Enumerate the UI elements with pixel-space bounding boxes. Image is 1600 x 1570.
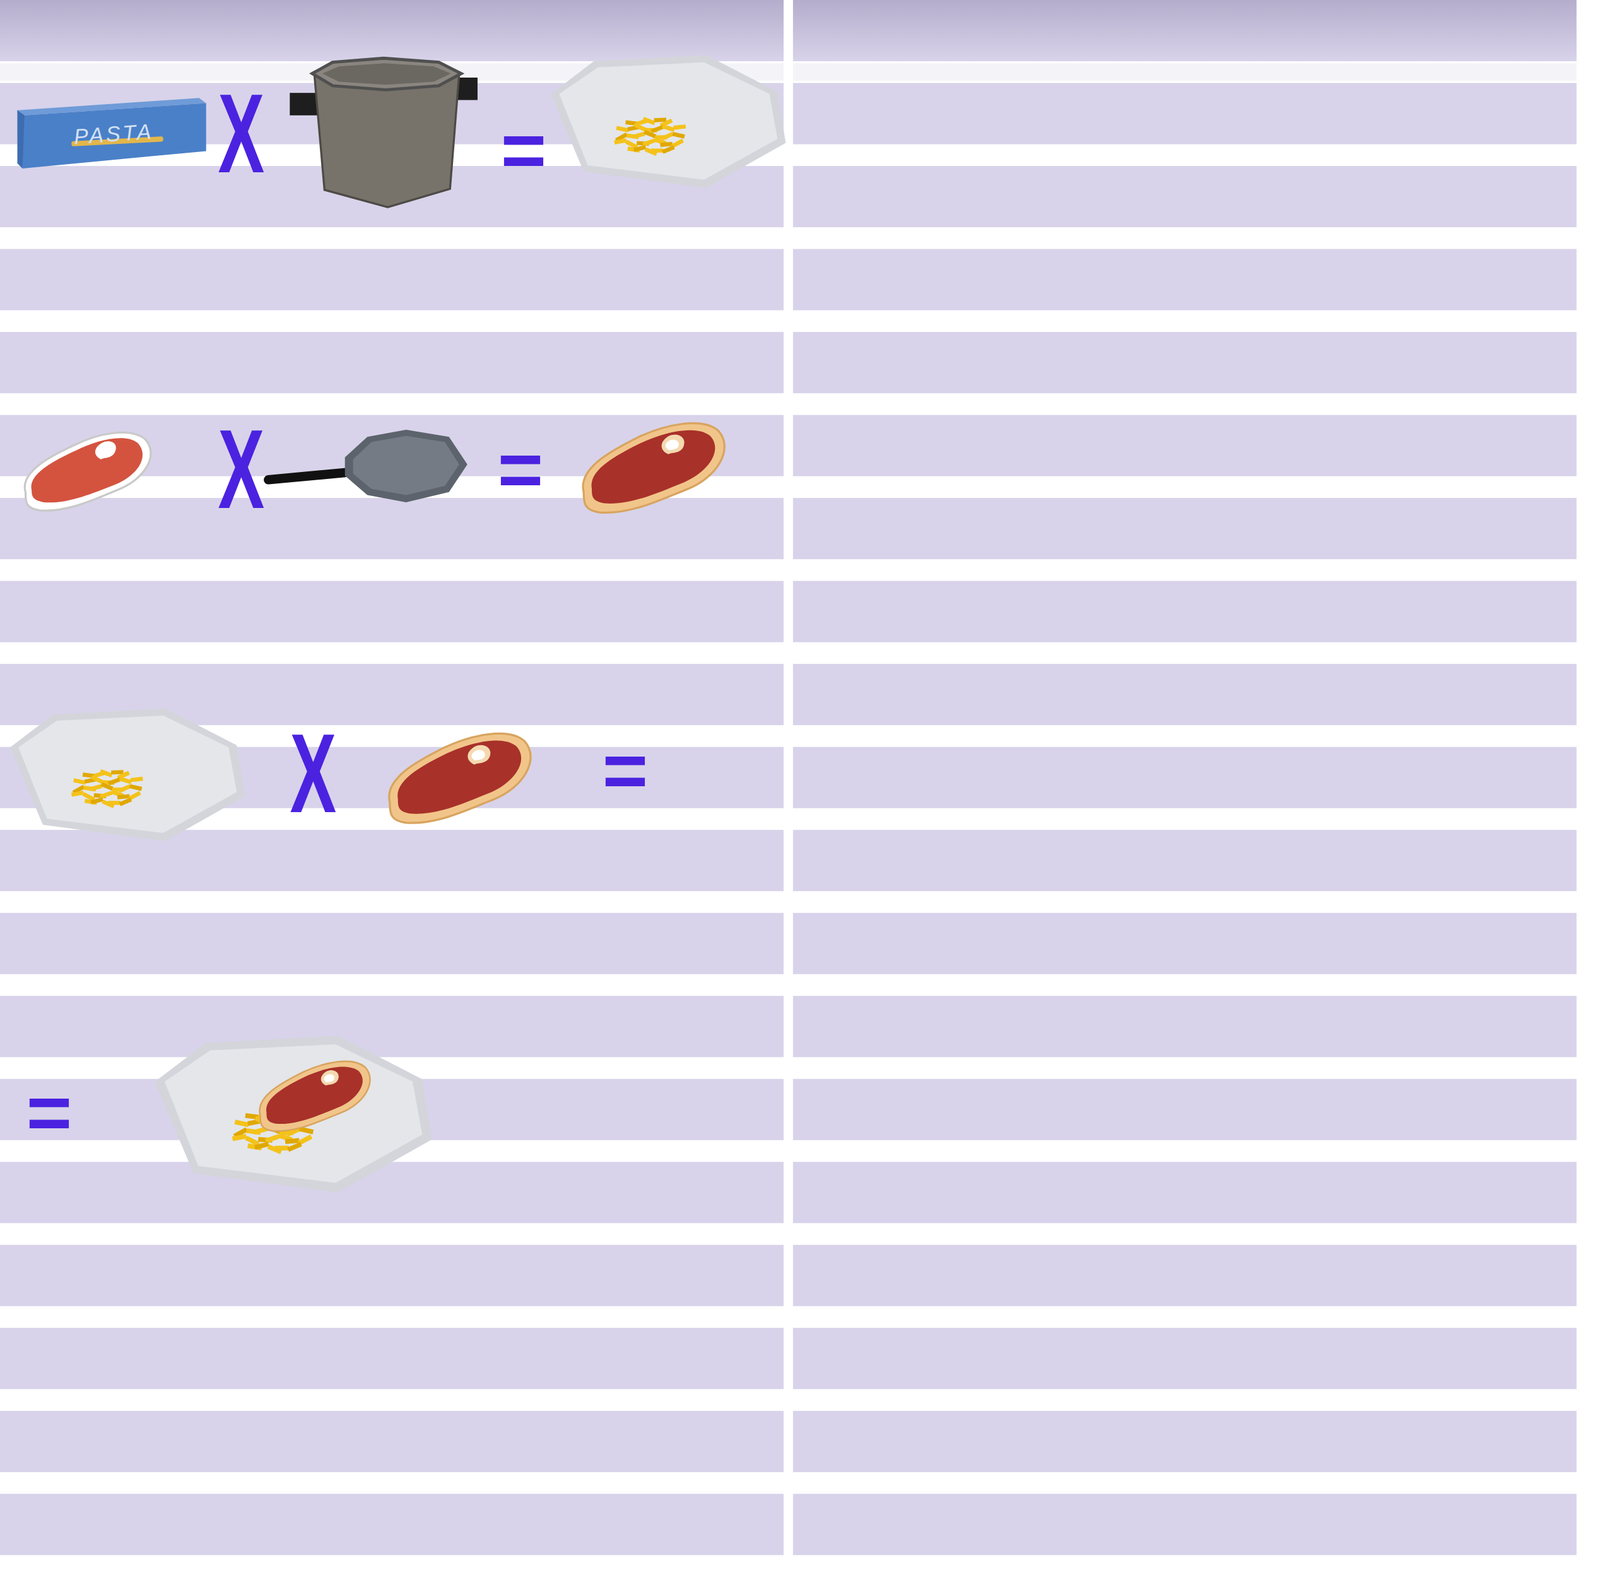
pasta-pile [71, 769, 144, 809]
pasta-piece [117, 794, 130, 800]
pasta-piece [107, 777, 121, 786]
paper-line [0, 1244, 784, 1306]
pasta-piece [642, 116, 655, 125]
equals-sign: = [26, 1073, 72, 1152]
pasta-piece [107, 800, 120, 805]
pasta-piece [661, 131, 674, 141]
pasta-piece [129, 784, 142, 792]
pasta-piece [659, 141, 673, 148]
paper-line [793, 829, 1577, 891]
pasta-piece [615, 125, 629, 132]
pasta-piece [71, 790, 84, 797]
pasta-piece [130, 776, 144, 782]
pasta-piece [274, 1145, 289, 1151]
cooked-steak [389, 733, 531, 823]
pasta-piece [89, 783, 103, 791]
pasta-piece [671, 131, 685, 139]
paper-line [793, 912, 1577, 975]
pasta-piece [117, 784, 131, 794]
paper-line [793, 663, 1577, 725]
times-sign: X [217, 77, 265, 190]
pasta-box [17, 97, 206, 169]
pasta-piece [633, 145, 647, 153]
paper-line [793, 581, 1577, 643]
paper-line [0, 581, 784, 643]
pasta-piece [650, 124, 664, 134]
pasta-piece [111, 769, 124, 775]
times-sign: X [289, 717, 337, 830]
paper-line [0, 497, 784, 559]
pasta-piece [234, 1119, 250, 1127]
paper-line [0, 1493, 784, 1555]
pasta-piece [285, 1138, 300, 1144]
paper-line [793, 63, 1577, 81]
pasta-piece [254, 1141, 269, 1150]
pasta-pile [613, 116, 686, 156]
paper-line [793, 995, 1577, 1057]
pasta-piece [99, 769, 113, 778]
pasta-piece [90, 797, 103, 805]
paper-line [793, 497, 1577, 559]
paper-line [793, 415, 1577, 477]
pasta-piece [90, 774, 104, 784]
equals-sign: = [497, 430, 544, 509]
equals-sign: = [500, 111, 547, 190]
pasta-piece [661, 145, 675, 154]
paper-line [793, 1493, 1577, 1555]
paper-line [0, 1410, 784, 1472]
pasta-piece [99, 790, 113, 799]
pasta-plate [550, 54, 786, 188]
pasta-piece [643, 129, 657, 139]
pasta-piece [633, 122, 647, 132]
paper-line [793, 249, 1577, 311]
final-plate [155, 1035, 433, 1193]
pasta-plate [10, 708, 245, 842]
paper-line [793, 83, 1577, 145]
pasta-piece [73, 777, 86, 785]
pasta-piece [651, 148, 664, 153]
paper-line [793, 1410, 1577, 1472]
column-gap [783, 0, 794, 1570]
paper-line [0, 249, 784, 311]
paper-line [793, 747, 1577, 809]
cooked-steak [259, 1061, 371, 1132]
paper-line [0, 829, 784, 891]
pasta-piece [100, 782, 114, 791]
pasta-piece [661, 124, 675, 132]
paper-line [0, 912, 784, 975]
pasta-piece [613, 138, 627, 145]
paper-line [793, 1078, 1577, 1141]
box-label: PASTA [73, 120, 155, 148]
paper-line [0, 1161, 784, 1223]
pasta-piece [673, 124, 686, 130]
paper-line [793, 165, 1577, 228]
pasta-piece [632, 131, 645, 139]
paper-line [0, 1327, 784, 1389]
cooking-pot [289, 58, 478, 207]
pasta-piece [119, 776, 132, 785]
times-sign: X [217, 413, 265, 526]
paper-line [793, 331, 1577, 394]
pasta-piece [287, 1141, 302, 1153]
pasta-piece [642, 138, 655, 146]
frying-pan [268, 429, 467, 503]
raw-steak [24, 432, 151, 511]
paper-line [793, 1161, 1577, 1223]
pasta-piece [232, 1133, 247, 1141]
pasta-piece [654, 117, 667, 123]
header-band [0, 0, 784, 62]
header-band [793, 0, 1577, 62]
equals-sign: = [602, 731, 648, 810]
paper-line [793, 1327, 1577, 1389]
cooked-steak [582, 423, 725, 513]
pasta-piece [264, 1133, 281, 1143]
paper-line [0, 995, 784, 1057]
paper-line [793, 1244, 1577, 1306]
paper-line [0, 331, 784, 394]
pasta-piece [119, 797, 132, 807]
